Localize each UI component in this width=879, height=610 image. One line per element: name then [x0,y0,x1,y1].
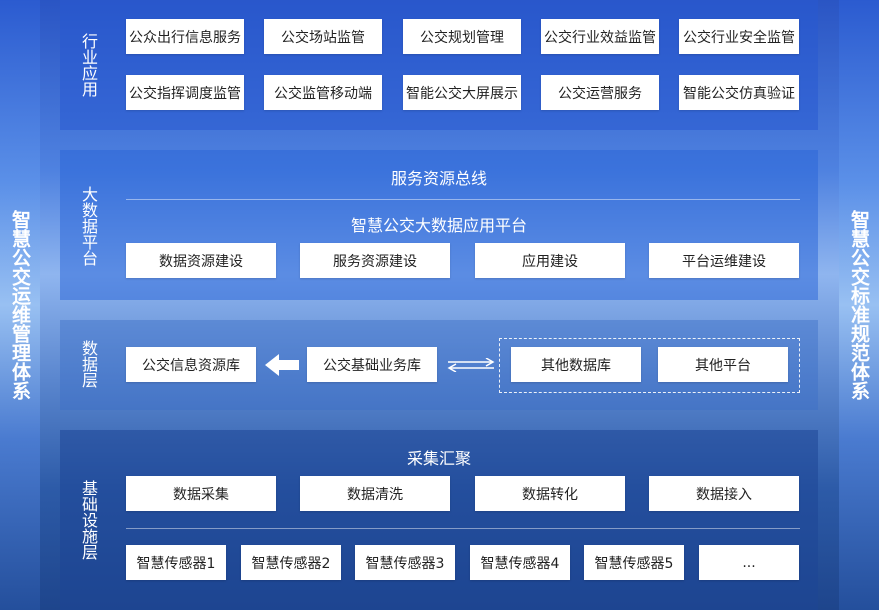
platform-item[interactable]: 应用建设 [475,243,625,278]
double-arrow-icon [447,358,495,372]
other-sources-group [499,338,800,393]
industry-layer-label: 行业应用 [79,33,98,97]
right-side-title: 智慧公交标准规范体系 [848,210,870,400]
sensor-item[interactable]: 智慧传感器4 [470,545,570,580]
industry-item[interactable]: 智能公交仿真验证 [679,75,799,110]
data-item[interactable]: 其他数据库 [511,347,641,382]
left-side-panel: 智慧公交运维管理体系 [0,0,40,610]
left-side-title: 智慧公交运维管理体系 [9,210,31,400]
data-item[interactable]: 公交基础业务库 [307,347,437,382]
industry-item[interactable]: 公交运营服务 [541,75,659,110]
industry-item[interactable]: 公交规划管理 [403,19,521,54]
sensor-item[interactable]: 智慧传感器3 [355,545,455,580]
sensor-item[interactable]: 智慧传感器2 [241,545,341,580]
bigdata-layer-label: 大数据平台 [79,186,98,266]
data-item[interactable]: 其他平台 [658,347,788,382]
infra-layer: 基础设施层 采集汇聚 数据采集 数据清洗 数据转化 数据接入 智慧传感器1 智慧… [60,430,818,610]
sensor-item[interactable]: 智慧传感器5 [584,545,684,580]
infra-layer-label: 基础设施层 [79,480,98,560]
infra-item[interactable]: 数据采集 [126,476,276,511]
platform-item[interactable]: 数据资源建设 [126,243,276,278]
industry-item[interactable]: 公交指挥调度监管 [126,75,244,110]
industry-item[interactable]: 智能公交大屏展示 [403,75,521,110]
divider [126,528,800,529]
data-layer-label: 数据层 [79,340,98,388]
collection-title: 采集汇聚 [406,449,471,468]
industry-item[interactable]: 公交行业效益监管 [541,19,659,54]
divider [126,199,800,200]
industry-item[interactable]: 公交场站监管 [264,19,382,54]
industry-item[interactable]: 公交监管移动端 [264,75,382,110]
right-side-panel: 智慧公交标准规范体系 [839,0,879,610]
service-bus-title: 服务资源总线 [390,169,487,188]
infra-item[interactable]: 数据清洗 [300,476,450,511]
industry-item[interactable]: 公交行业安全监管 [679,19,799,54]
arrow-left-icon [265,354,299,376]
data-item[interactable]: 公交信息资源库 [126,347,256,382]
platform-item[interactable]: 服务资源建设 [300,243,450,278]
industry-layer: 行业应用 公众出行信息服务 公交场站监管 公交规划管理 公交行业效益监管 公交行… [60,0,818,130]
sensor-more-item[interactable]: ... [699,545,799,580]
industry-item[interactable]: 公众出行信息服务 [126,19,244,54]
sensor-item[interactable]: 智慧传感器1 [126,545,226,580]
data-layer: 数据层 公交信息资源库 公交基础业务库 其他数据库 其他平台 [60,320,818,410]
platform-item[interactable]: 平台运维建设 [649,243,799,278]
infra-item[interactable]: 数据接入 [649,476,799,511]
bigdata-layer: 大数据平台 服务资源总线 智慧公交大数据应用平台 数据资源建设 服务资源建设 应… [60,150,818,300]
infra-item[interactable]: 数据转化 [475,476,625,511]
platform-title: 智慧公交大数据应用平台 [350,216,527,235]
